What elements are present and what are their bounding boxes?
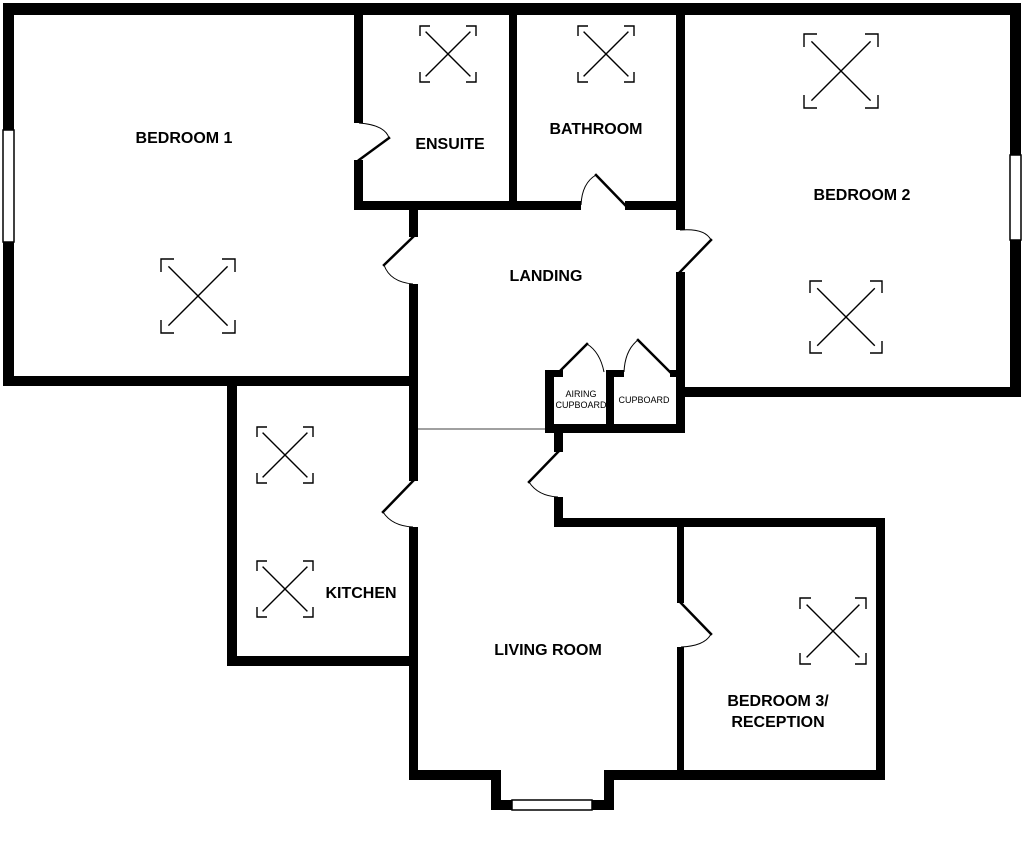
door-bedroom2 [678,229,713,274]
wall-bedroom2-bottom [676,387,1021,397]
wall-landing-left-lower [409,284,418,429]
wall-bedroom3-top [554,518,885,527]
wall-bathroom-bottom-left [509,201,581,210]
label-airing-line1: AIRING [565,389,596,399]
label-cupboard: CUPBOARD [618,395,670,405]
wall-kitchen-bottom [227,656,417,666]
door-bedroom3 [679,601,713,648]
door-bathroom [580,173,627,207]
door-airing-cupboard [557,342,605,374]
skylight-bedroom2-top-icon [803,33,879,109]
wall-living-upper-right [554,424,563,452]
label-bedroom3-line1: BEDROOM 3/ [727,693,829,710]
windows [2,129,1022,811]
skylight-bedroom3-icon [799,597,867,665]
wall-living-right-lower-stub [554,497,563,526]
wall-cupboard-top [606,370,624,377]
label-airing-line2: CUPBOARD [555,400,607,410]
wall-cupboard-right-side [676,370,685,433]
wall-airing-top [545,370,563,377]
wall-ensuite-left-upper [354,3,363,123]
label-bedroom3-line2: RECEPTION [731,714,824,731]
skylight-ensuite-icon [419,25,477,83]
room-labels: BEDROOM 1 ENSUITE BATHROOM BEDROOM 2 LAN… [136,121,911,731]
wall-bay-left [491,770,501,810]
label-landing: LANDING [510,268,583,285]
walls [3,3,1021,810]
skylight-bedroom2-bottom-icon [809,280,883,354]
label-bathroom: BATHROOM [549,121,642,138]
wall-kitchen-left [227,376,237,666]
label-kitchen: KITCHEN [325,585,396,602]
window-bedroom2 [1009,154,1022,241]
skylights [160,25,883,665]
label-bedroom1: BEDROOM 1 [136,130,233,147]
door-kitchen [381,479,415,528]
door-cupboard [623,338,672,374]
doors [357,122,713,648]
wall-right-bedroom3 [876,518,885,780]
wall-airing-left [545,370,554,433]
label-ensuite: ENSUITE [415,136,485,153]
door-bedroom1 [382,235,415,285]
wall-cupboards-bottom [545,424,685,433]
skylight-kitchen-bottom-icon [256,560,314,618]
wall-living-bedroom3-upper [677,518,684,603]
wall-living-bottom-left [409,770,501,780]
wall-ensuite-bathroom [509,3,517,210]
wall-living-left-upper [409,429,418,481]
window-bedroom1 [2,129,15,243]
door-ensuite [357,122,391,162]
skylight-bathroom-icon [577,25,635,83]
window-living-room-bay [511,799,593,811]
skylight-kitchen-top-icon [256,426,314,484]
wall-landing-bedroom2-lower [676,272,685,396]
wall-cupboard-divider [606,370,614,433]
wall-landing-left-upper [409,201,418,237]
skylight-bedroom1-icon [160,258,236,334]
wall-bathroom-bottom-right [625,201,685,210]
door-living-room [527,450,560,498]
wall-ensuite-left-lower [354,160,363,210]
wall-living-left-lower [409,527,418,780]
wall-bathroom-bedroom2 [676,3,685,230]
label-living-room: LIVING ROOM [494,642,602,659]
wall-ensuite-bottom [354,201,514,210]
wall-bedroom1-bottom [3,376,417,386]
wall-bedroom3-bottom [604,770,885,780]
label-bedroom2: BEDROOM 2 [814,187,911,204]
wall-bay-right [604,770,614,810]
wall-living-bedroom3-lower [677,647,684,777]
